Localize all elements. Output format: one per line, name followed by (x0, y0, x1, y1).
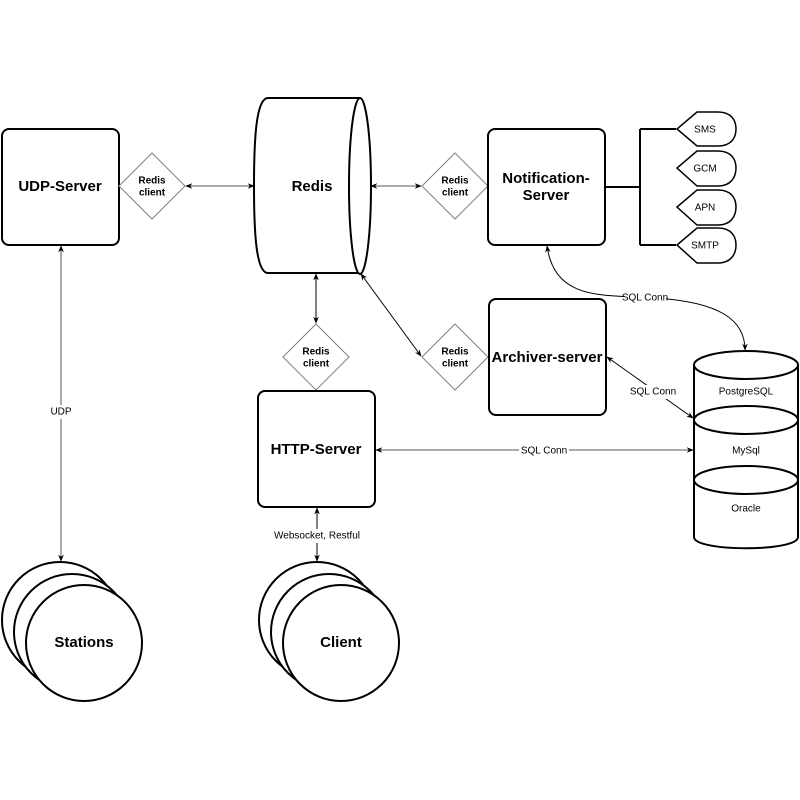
client-node[interactable]: Client (258, 561, 400, 702)
archiver-server-node[interactable]: Archiver-server (488, 298, 607, 416)
channel-sms[interactable]: SMS (675, 111, 737, 147)
label-bg (627, 385, 679, 399)
label-bg (48, 405, 74, 419)
db-postgresql-label: PostgreSQL (719, 387, 774, 398)
database-stack[interactable]: PostgreSQL MySql Oracle (693, 350, 799, 550)
notification-server-label: Server (523, 187, 570, 204)
redis-label: Redis (292, 178, 333, 195)
redis-node[interactable]: Redis (252, 97, 372, 275)
db-mysql-label: MySql (732, 446, 760, 457)
redis-client-label: client (303, 359, 330, 370)
notification-bus (606, 128, 676, 246)
redis-client-label: Redis (441, 176, 469, 187)
redis-client-diamond[interactable]: Redis client (118, 152, 186, 220)
edge-redis-archiver (360, 273, 422, 357)
channel-label: APN (695, 203, 716, 214)
channel-label: SMTP (691, 241, 719, 252)
udp-server-node[interactable]: UDP-Server (1, 128, 120, 246)
channel-gcm[interactable]: GCM (675, 150, 737, 187)
redis-client-diamond[interactable]: Redis client (282, 323, 350, 391)
notification-server-node[interactable]: Notification- Server (487, 128, 606, 246)
notification-server-label: Notification- (502, 170, 590, 187)
client-label: Client (320, 634, 362, 651)
archiver-server-label: Archiver-server (492, 349, 603, 366)
channel-label: GCM (693, 164, 716, 175)
redis-client-label: client (442, 188, 469, 199)
channel-label: SMS (694, 125, 716, 136)
channel-smtp[interactable]: SMTP (675, 227, 737, 264)
udp-server-label: UDP-Server (18, 178, 102, 195)
sql-conn-http-label: SQL Conn (521, 446, 567, 457)
label-bg (624, 291, 666, 305)
redis-client-label: client (442, 359, 469, 370)
sql-conn-archiver-label: SQL Conn (630, 387, 676, 398)
sql-conn-notification-label: SQL Conn (622, 293, 668, 304)
redis-client-label: Redis (441, 347, 469, 358)
redis-client-label: client (139, 188, 166, 199)
udp-edge-label: UDP (50, 407, 71, 418)
redis-client-label: Redis (138, 176, 166, 187)
stations-node[interactable]: Stations (1, 561, 143, 702)
label-bg (519, 444, 569, 457)
label-bg (272, 529, 364, 543)
redis-client-diamond[interactable]: Redis client (421, 323, 489, 391)
stations-label: Stations (54, 634, 113, 651)
channel-apn[interactable]: APN (675, 189, 737, 226)
redis-client-diamond[interactable]: Redis client (421, 152, 489, 220)
http-server-label: HTTP-Server (271, 441, 362, 458)
websocket-edge-label: Websocket, Restful (274, 531, 360, 542)
http-server-node[interactable]: HTTP-Server (257, 390, 376, 508)
redis-client-label: Redis (302, 347, 330, 358)
db-oracle-label: Oracle (731, 504, 761, 515)
